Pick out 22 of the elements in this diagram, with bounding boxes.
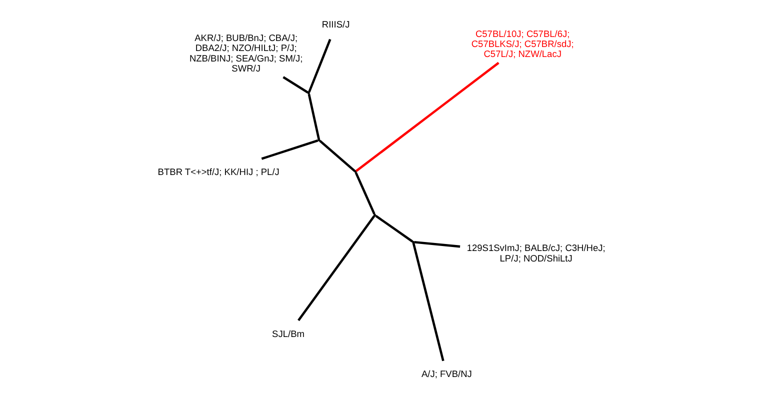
node-text: RIIIS/J: [322, 20, 350, 30]
node-text: SJL/Bm: [272, 328, 305, 339]
node-point: [308, 92, 310, 94]
node-point: [354, 170, 357, 173]
connector: [354, 172, 376, 215]
node-text: C57BL/10J; C57BL/6J; C57BLKS/J; C57BR/sdJ; C57L/J; NZW/LacJ: [471, 28, 574, 60]
node-text: 129S1SvImJ; BALB/cJ; C3H/HeJ; LP/J; NOD/ShiLtJ: [466, 243, 606, 264]
connector: [282, 76, 308, 94]
node-point: [412, 240, 414, 244]
connector: [261, 139, 318, 160]
node-text: A/J; FVB/NJ: [421, 369, 472, 380]
node-point: [374, 214, 376, 216]
node-point: [318, 138, 320, 142]
connector: [412, 242, 444, 362]
connector: [308, 38, 332, 93]
node-text: BTBR T<+>tf/J; KK/HIJ ; PL/J: [158, 167, 280, 178]
connector: [414, 241, 460, 248]
node-text: AKR/J; BUB/BnJ; CBA/J; DBA2/J; NZO/HILtJ; P/J; NZB/BINJ; SEA/GnJ; SM/J; SWR/J: [189, 33, 303, 74]
connector: [308, 94, 320, 140]
connector: [375, 214, 414, 242]
connector: [356, 62, 500, 172]
connector: [298, 215, 376, 322]
